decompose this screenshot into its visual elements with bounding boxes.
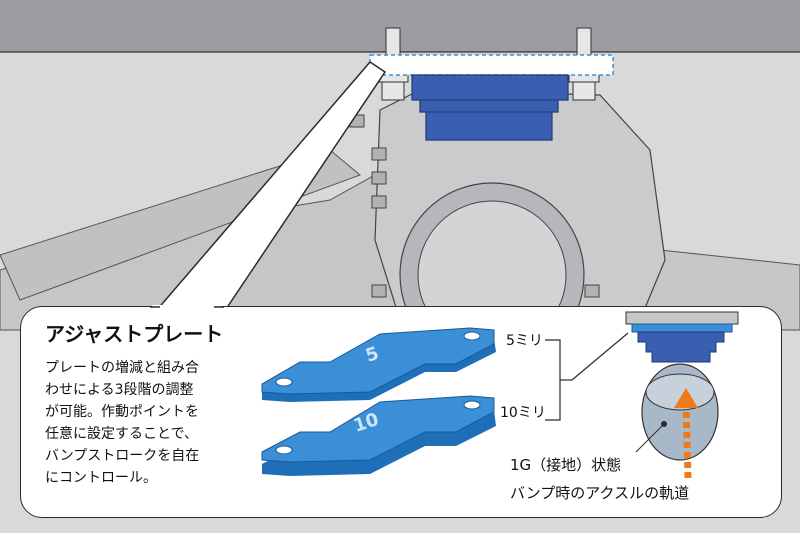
detail-frame: [625, 311, 739, 325]
description-line: わせによる3段階の調整: [45, 382, 194, 398]
plate-10mm-label: 10ミリ: [500, 405, 546, 421]
thickness-bracket: [545, 332, 629, 421]
description-line: が可能。作動ポイントを: [45, 404, 199, 420]
panel-title: アジャストプレート: [45, 322, 224, 346]
panel-description: プレートの増減と組み合 わせによる3段階の調整 が可能。作動ポイントを 任意に設…: [45, 357, 255, 489]
plate-5mm-marking: 5: [363, 343, 381, 367]
description-line: プレートの増減と組み合: [45, 360, 199, 376]
detail-bump-stop: [637, 331, 725, 363]
bolt-heads: [349, 114, 600, 298]
plate-5mm-label: 5ミリ: [506, 333, 543, 349]
plate-highlight-box: [369, 54, 614, 76]
description-line: バンプストロークを自在: [45, 448, 200, 464]
trajectory-arrow: [674, 388, 698, 479]
description-line: 任意に設定することで、: [45, 426, 199, 442]
state-label: 1G（接地）状態: [510, 456, 622, 474]
plate-5mm: 5: [261, 327, 496, 402]
detail-plate: [631, 323, 733, 333]
trajectory-label: バンプ時のアクスルの軌道: [510, 484, 690, 502]
description-line: にコントロール。: [45, 470, 157, 486]
